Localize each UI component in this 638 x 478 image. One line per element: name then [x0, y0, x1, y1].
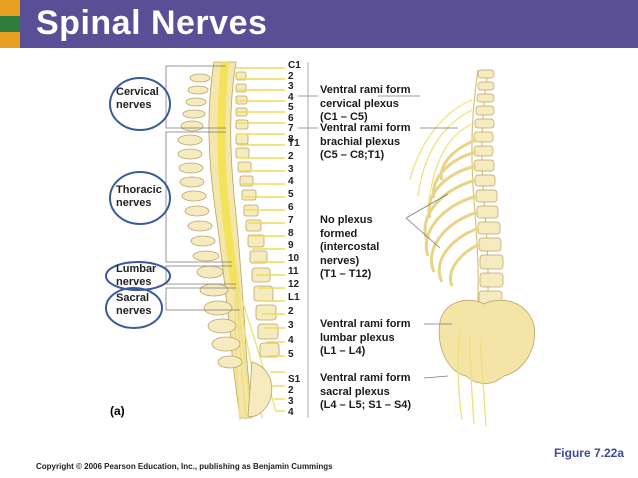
annotation-line: (L1 – L4): [320, 345, 366, 357]
annotation-sacral-plexus: Ventral rami form sacral plexus (L4 – L5…: [320, 372, 411, 413]
annotation-line: nerves): [320, 254, 360, 267]
annotation-no-plexus: No plexus formed (intercostal nerves) (T…: [320, 214, 379, 282]
nerve-number-thoracic: 3: [288, 163, 294, 175]
nerve-number-cervical: 2: [288, 70, 294, 82]
thoracic-label-suffix: nerves: [116, 197, 152, 209]
annotation-line: formed: [320, 227, 358, 240]
nerve-number-thoracic: 12: [288, 278, 300, 290]
nerve-number-lumbar: 3: [288, 320, 294, 332]
slide-title: Spinal Nerves: [36, 4, 268, 42]
annotation-cervical-plexus: Ventral rami form cervical plexus (C1 – …: [320, 84, 410, 125]
accent-block-middle: [0, 16, 20, 32]
annotation-line: sacral plexus: [320, 385, 390, 398]
torso-vertebrae: [473, 69, 504, 306]
annotation-line: brachial plexus: [320, 135, 401, 148]
nerve-number-sacral: S1: [288, 374, 301, 385]
nerve-number-thoracic: 6: [288, 202, 294, 213]
lumbar-label-suffix: nerves: [116, 276, 152, 288]
pelvis: [438, 299, 536, 384]
lumbar-label: Lumbar nerves: [116, 263, 156, 289]
nerve-number-thoracic: 8: [288, 227, 294, 239]
annotation-line: (T1 – T12): [320, 268, 372, 280]
spinous-processes: [177, 73, 243, 369]
nerve-number-thoracic: 5: [288, 189, 294, 201]
spinal-cord: [217, 61, 240, 291]
annotation-line: Ventral rami form: [320, 122, 411, 134]
group-circles: [105, 77, 171, 329]
nerve-number-cervical: 5: [288, 102, 294, 113]
nerve-number-sacral: 2: [288, 385, 294, 396]
nerve-number-lumbar: 2: [288, 306, 294, 318]
figure-reference: Figure 7.22a: [553, 446, 624, 460]
copyright-notice: Copyright © 2006 Pearson Education, Inc.…: [36, 462, 333, 471]
annotation-line: Ventral rami form: [320, 318, 411, 330]
nerve-number-thoracic: 11: [288, 266, 299, 277]
nerve-number-lumbar: 5: [288, 348, 294, 360]
group-brackets: [165, 65, 240, 311]
annotation-line: (C5 – C8;T1): [320, 149, 385, 161]
lumbar-label-name: Lumbar: [116, 263, 157, 275]
spinal-nerve-lines: [236, 67, 285, 412]
nerve-number-thoracic: 4: [288, 176, 294, 188]
nerve-number-thoracic: 9: [288, 240, 294, 252]
leg-nerves: [457, 329, 487, 427]
nerve-number-thoracic: T1: [288, 138, 300, 149]
nerve-number-cervical: 7: [288, 123, 294, 134]
cervical-label-name: Cervical: [116, 86, 159, 98]
annotation-line: No plexus: [320, 214, 373, 226]
nerve-number-cervical: 3: [288, 81, 294, 92]
title-bar: [0, 0, 638, 48]
nerve-number-sacral: 4: [288, 407, 294, 418]
nerve-number-lumbar: L1: [288, 292, 300, 303]
annotation-line: (intercostal: [320, 241, 380, 253]
thoracic-label: Thoracic nerves: [116, 184, 162, 210]
nerve-number-sacral: 3: [288, 396, 294, 407]
part-label: (a): [110, 404, 125, 418]
rib-nerves: [409, 99, 473, 211]
annotation-line: (L4 – L5; S1 – S4): [320, 399, 412, 411]
sacral-label: Sacral nerves: [116, 292, 151, 318]
annotation-lumbar-plexus: Ventral rami form lumbar plexus (L1 – L4…: [320, 318, 410, 359]
annotation-line: Ventral rami form: [320, 372, 411, 384]
annotation-line: cervical plexus: [320, 97, 399, 110]
cervical-label-suffix: nerves: [116, 99, 152, 111]
nerve-number-cervical: 4: [288, 91, 294, 103]
nerve-number-cervical: C1: [288, 60, 301, 71]
nerve-number-cervical: 6: [288, 112, 294, 124]
nerve-number-lumbar: 4: [288, 334, 294, 346]
thoracic-label-name: Thoracic: [116, 184, 162, 196]
annotation-line: Ventral rami form: [320, 84, 411, 96]
annotation-pointers: [298, 95, 458, 379]
nerve-number-thoracic: 10: [288, 253, 300, 265]
nerve-number-thoracic: 7: [288, 214, 294, 226]
accent-block-top: [0, 0, 20, 16]
annotation-line: lumbar plexus: [320, 331, 395, 344]
annotation-line: (C1 – C5): [320, 111, 368, 123]
cervical-label: Cervical nerves: [116, 86, 159, 112]
ribs: [423, 138, 481, 287]
nerve-number-thoracic: 2: [288, 150, 294, 162]
accent-block-bottom: [0, 32, 20, 48]
annotation-brachial-plexus: Ventral rami form brachial plexus (C5 – …: [320, 122, 410, 163]
sacral-label-suffix: nerves: [116, 305, 152, 317]
sacral-label-name: Sacral: [116, 292, 150, 304]
nerve-number-cervical: 8: [288, 133, 294, 145]
